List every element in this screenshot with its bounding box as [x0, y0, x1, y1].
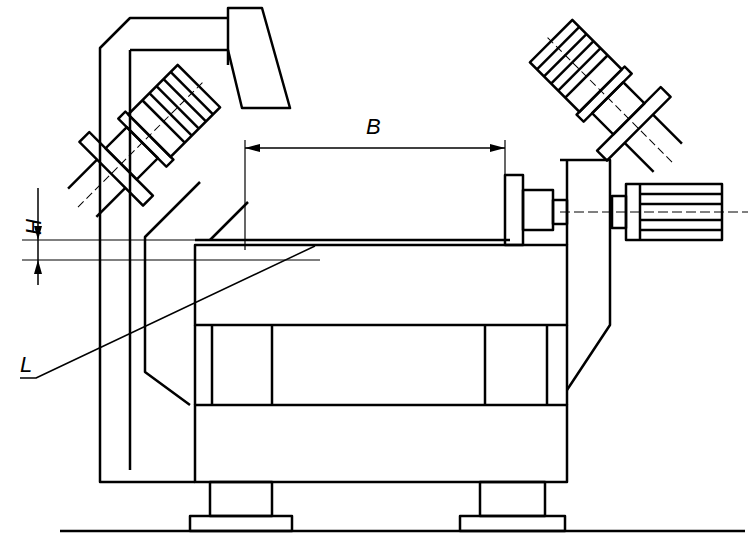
width-dimension: B — [366, 116, 381, 138]
height-dimension: H — [23, 219, 45, 235]
part-label: L — [20, 354, 32, 376]
